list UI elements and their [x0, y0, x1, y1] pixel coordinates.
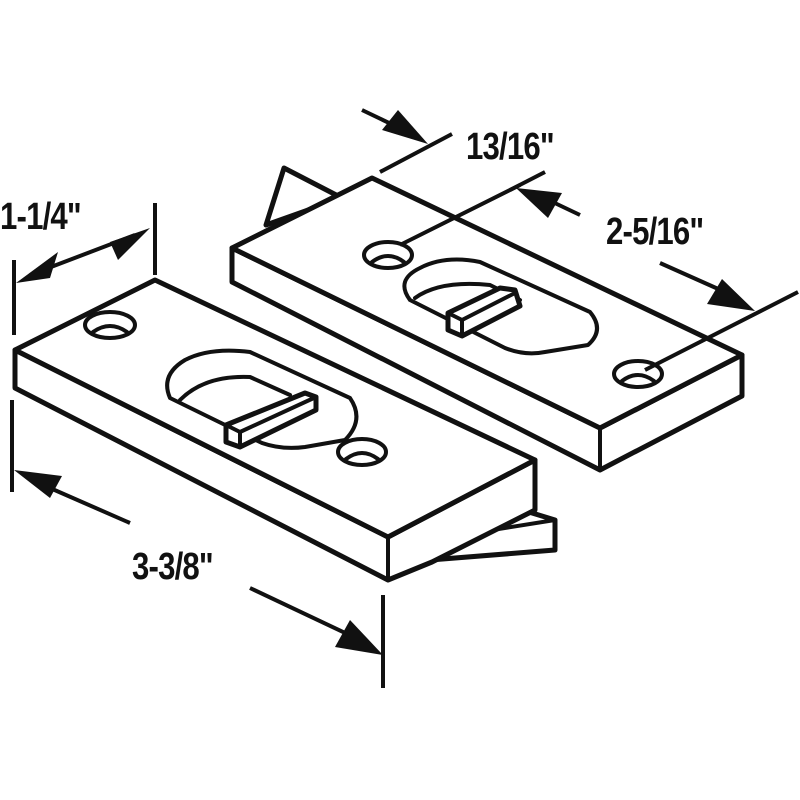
- arrow-icon: [335, 620, 383, 655]
- left-finger-slot: [165, 348, 359, 450]
- dimension-label-hole-offset: 13/16": [466, 126, 555, 168]
- right-latch-plate: [229, 165, 745, 473]
- dimension-label-length: 3-3/8": [132, 546, 214, 588]
- dimension-hole-offset-right: [361, 108, 581, 247]
- arrow-icon: [14, 470, 62, 498]
- arrow-icon: [110, 228, 150, 260]
- left-latch-plate: [12, 277, 558, 583]
- right-finger-slot: [402, 257, 599, 356]
- dimension-label-width: 1-1/4": [0, 196, 82, 238]
- dimension-label-hole-spacing: 2-5/16": [606, 211, 704, 253]
- arrow-icon: [707, 279, 755, 311]
- arrow-icon: [382, 110, 428, 144]
- dimension-length-left: [10, 400, 385, 688]
- arrow-icon: [516, 188, 562, 218]
- dimension-hole-spacing-right: [644, 261, 799, 372]
- dimension-width-left: [12, 203, 157, 335]
- arrow-icon: [16, 252, 58, 283]
